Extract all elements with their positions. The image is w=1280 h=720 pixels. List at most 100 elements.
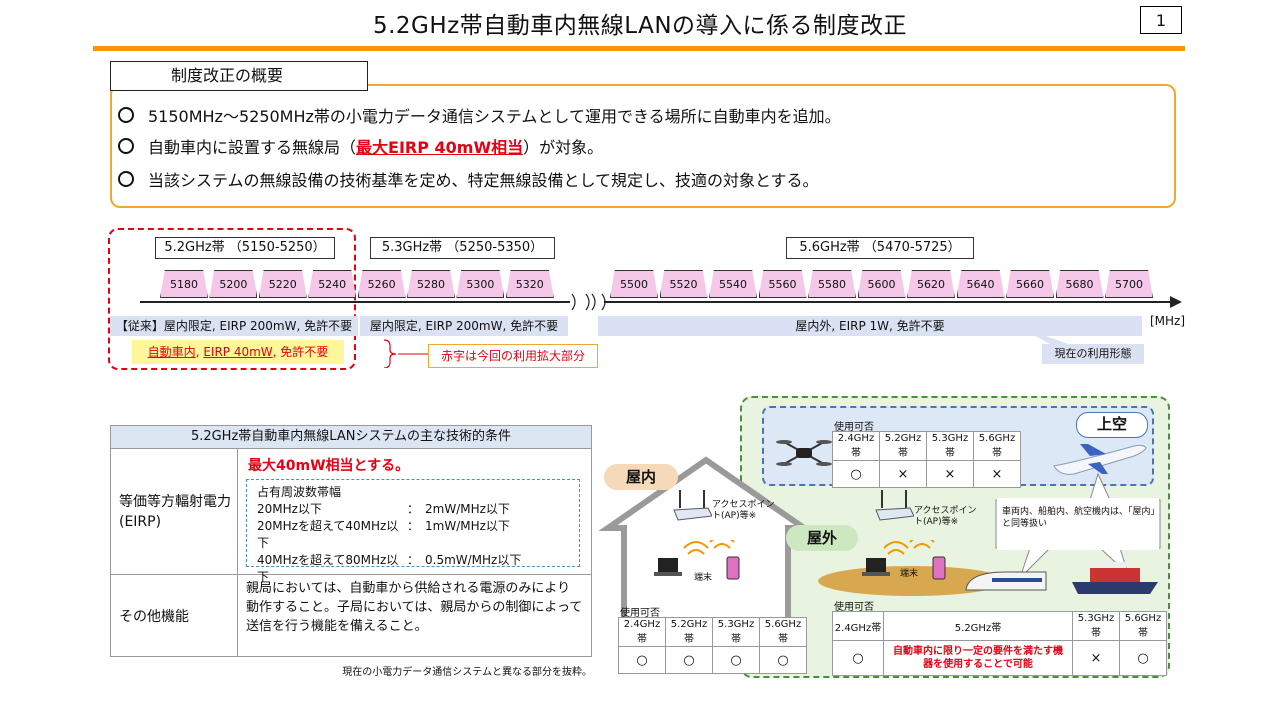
tech-row-other-label: その他機能 (111, 575, 238, 656)
channel-5600: 5600 (857, 270, 906, 298)
outdoor-val-2-4: ○ (832, 640, 884, 676)
smartphone-icon (726, 556, 740, 580)
outdoor-label: 屋外 (786, 525, 858, 551)
outdoor-head-2-4: 2.4GHz帯 (832, 611, 884, 641)
page-title: 5.2GHz帯自動車内無線LANの導入に係る制度改正 (372, 13, 908, 39)
tech-row-eirp: 等価等方輻射電力(EIRP) 最大40mW相当とする。 占有周波数帯幅 20MH… (110, 449, 592, 584)
outdoor-val-5-2: 自動車内に限り一定の要件を満たす機器を使用することで可能 (883, 640, 1073, 676)
wifi-waves-icon (883, 540, 935, 555)
frequency-axis (140, 292, 1182, 312)
channel-5700: 5700 (1105, 270, 1153, 298)
indoor-head-2: 5.3GHz帯 (712, 617, 760, 647)
wifi-waves-icon (683, 540, 735, 555)
vehicle-note: 車両内、船舶内、航空機内は、「屋内」と同等扱い (1002, 507, 1156, 529)
tech-conditions-table: 5.2GHz帯自動車内無線LANシステムの主な技術的条件 等価等方輻射電力(EI… (110, 425, 592, 678)
overview-bullet-2: 自動車内に設置する無線局（最大EIRP 40mW相当）が対象。 (118, 134, 603, 158)
band-5-6-label: 5.6GHz帯 （5470-5725） (786, 237, 974, 259)
sky-val-2: × (926, 460, 974, 488)
indoor-usage-strip: 屋内限定, EIRP 200mW, 免許不要 (360, 316, 568, 336)
sky-head-0: 2.4GHz帯 (832, 431, 880, 461)
tech-table-header: 5.2GHz帯自動車内無線LANシステムの主な技術的条件 (110, 425, 592, 449)
sky-label: 上空 (1076, 412, 1148, 438)
airplane-icon (1053, 444, 1147, 475)
overview-tab: 制度改正の概要 (110, 61, 368, 91)
indoor-head-0: 2.4GHz帯 (618, 617, 666, 647)
indoor-usable-caption: 使用可否 (620, 608, 660, 619)
indoor-val-2: ○ (712, 646, 760, 674)
bullet-circle-icon (118, 138, 134, 154)
sky-head-1: 5.2GHz帯 (879, 431, 927, 461)
outdoor-val-5-3: × (1072, 640, 1120, 676)
overview-bullet-1: 5150MHz～5250MHz帯の小電力データ通信システムとして運用できる場所に… (118, 103, 841, 127)
channel-5280: 5280 (407, 270, 455, 298)
current-usage-pointer (1012, 324, 1068, 348)
tech-row-eirp-label: 等価等方輻射電力(EIRP) (111, 449, 238, 574)
new-band-highlight (108, 228, 356, 370)
drone-icon (776, 440, 832, 466)
indoor-val-1: ○ (665, 646, 713, 674)
band-5-2-label: 5.2GHz帯 （5150-5250） (155, 237, 335, 259)
access-point-icon (673, 490, 712, 521)
sky-head-3: 5.6GHz帯 (973, 431, 1021, 461)
channel-5660: 5660 (1006, 270, 1054, 298)
channel-5540: 5540 (709, 270, 757, 298)
channel-5640: 5640 (956, 270, 1005, 298)
current-usage-note: 現在の利用形態 (1042, 344, 1144, 364)
channel-5680: 5680 (1055, 270, 1104, 298)
sky-head-2: 5.3GHz帯 (926, 431, 974, 461)
laptop-icon (654, 558, 682, 576)
bullet-circle-icon (118, 107, 134, 123)
sky-val-3: × (973, 460, 1021, 488)
sky-val-0: ○ (832, 460, 880, 488)
bullet-circle-icon (118, 171, 134, 187)
channel-5560: 5560 (758, 270, 807, 298)
page-number: 1 (1140, 6, 1182, 34)
vehicle-note-bubble (995, 472, 1161, 579)
channel-5500: 5500 (610, 270, 658, 298)
indoor-ap-label: アクセスポイント(AP)等※ (712, 500, 775, 521)
title-underline (93, 46, 1185, 51)
callout-note: 赤字は今回の利用拡大部分 (428, 344, 598, 368)
legacy-usage-strip: 【従来】屋内限定, EIRP 200mW, 免許不要 (110, 316, 358, 336)
channel-5240: 5240 (308, 270, 357, 298)
train-icon (965, 571, 1047, 591)
ship-icon (1072, 562, 1158, 594)
eirp-highlight: 最大EIRP 40mW相当 (356, 138, 524, 157)
channel-5320: 5320 (505, 270, 554, 298)
outdoor-ap-label: アクセスポイント(AP)等※ (914, 506, 977, 527)
tech-row-other-text: 親局においては、自動車から供給される電源のみにより動作すること。子局においては、… (246, 581, 583, 634)
channel-5180: 5180 (160, 270, 208, 298)
sky-usable-caption: 使用可否 (834, 422, 874, 433)
outdoor-usage-strip: 屋内外, EIRP 1W, 免許不要 (598, 316, 1142, 336)
indoor-val-0: ○ (618, 646, 666, 674)
indoor-val-3: ○ (759, 646, 807, 674)
indoor-label: 屋内 (604, 464, 678, 490)
outdoor-head-5-3: 5.3GHz帯 (1072, 611, 1120, 641)
indoor-head-3: 5.6GHz帯 (759, 617, 807, 647)
channel-5260: 5260 (357, 270, 406, 298)
laptop-icon (862, 558, 890, 576)
channel-5520: 5520 (659, 270, 708, 298)
sky-val-1: × (879, 460, 927, 488)
overview-bullet-3: 当該システムの無線設備の技術基準を定め、特定無線設備として規定し、技適の対象とす… (118, 167, 819, 191)
outdoor-head-5-2: 5.2GHz帯 (883, 611, 1073, 641)
outdoor-usable-caption: 使用可否 (834, 602, 874, 613)
channel-5200: 5200 (209, 270, 258, 298)
tech-note: 現在の小電力データ通信システムと異なる部分を抜粋。 (342, 667, 592, 678)
outdoor-terminal-label: 端末 (900, 569, 919, 579)
access-point-icon (875, 490, 914, 521)
outdoor-head-5-6: 5.6GHz帯 (1119, 611, 1167, 641)
channel-5620: 5620 (907, 270, 955, 298)
new-usage-box: 自動車内, EIRP 40mW, 免許不要 (132, 340, 344, 364)
indoor-terminal-label: 端末 (694, 573, 713, 583)
indoor-head-1: 5.2GHz帯 (665, 617, 713, 647)
bandwidth-box: 占有周波数帯幅 20MHz以下： 2mW/MHz以下 20MHzを超えて40MH… (246, 479, 580, 584)
tech-row-other: その他機能 親局においては、自動車から供給される電源のみにより動作すること。子局… (110, 575, 592, 657)
band-5-3-label: 5.3GHz帯 （5250-5350） (370, 237, 555, 259)
outdoor-usage-table: 2.4GHz帯 5.2GHz帯 5.3GHz帯 5.6GHz帯 ○ 自動車内に限… (832, 611, 1167, 676)
outdoor-val-5-6: ○ (1119, 640, 1167, 676)
eirp-value: 最大40mW相当とする。 (248, 458, 410, 474)
channel-5300: 5300 (456, 270, 505, 298)
